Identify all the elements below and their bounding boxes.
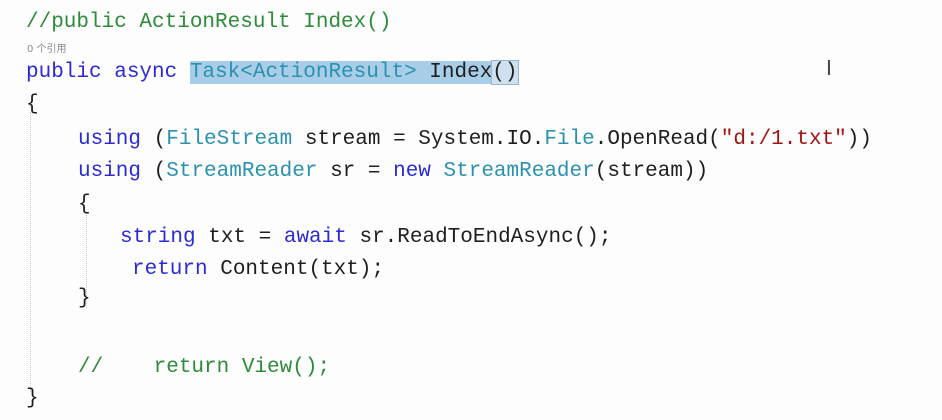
- using-filestream-line: using (FileStream stream = System.IO.Fil…: [78, 127, 872, 153]
- filestream-type: FileStream: [166, 128, 293, 151]
- code-text: )): [846, 128, 873, 151]
- new-keyword: new: [393, 160, 431, 183]
- code-text: txt =: [195, 226, 284, 249]
- code-text: [431, 160, 444, 183]
- code-text: .OpenRead(: [594, 128, 721, 151]
- indent-guide-inner: [86, 212, 87, 308]
- using-streamreader-line: using (StreamReader sr = new StreamReade…: [78, 159, 708, 185]
- return-keyword: return: [132, 258, 208, 281]
- code-text: (: [141, 128, 167, 151]
- using-keyword: using: [78, 160, 142, 183]
- code-text: Content(txt);: [207, 258, 385, 281]
- path-string-literal: "d:/1.txt": [720, 128, 847, 151]
- method-signature: public async Task<ActionResult> Index(): [26, 60, 519, 86]
- code-text: stream = System.IO.: [292, 128, 545, 151]
- codelens-references[interactable]: 0 个引用: [27, 44, 67, 55]
- code-text: sr.ReadToEndAsync();: [346, 226, 612, 249]
- streamreader-type: StreamReader: [443, 160, 595, 183]
- selected-text[interactable]: Task<ActionResult> Index(): [189, 60, 519, 85]
- file-type: File: [544, 128, 595, 151]
- read-to-end-line: string txt = await sr.ReadToEndAsync();: [120, 225, 612, 251]
- await-keyword: await: [283, 226, 347, 249]
- return-content-line: return Content(txt);: [132, 257, 384, 283]
- using-keyword: using: [78, 128, 142, 151]
- text-ibeam-icon: Ι: [826, 56, 832, 80]
- code-text: (stream)): [594, 160, 709, 183]
- using-brace-close: }: [78, 287, 91, 310]
- index-method-name: Index: [416, 61, 493, 84]
- indent-guide-outer: [30, 112, 31, 392]
- public-async-keywords: public async: [26, 61, 190, 84]
- code-text: sr =: [317, 160, 394, 183]
- method-brace-close: }: [26, 387, 39, 410]
- matched-parens: (): [491, 60, 519, 85]
- string-keyword: string: [120, 226, 196, 249]
- method-brace-open: {: [26, 93, 39, 116]
- task-type: Task<ActionResult>: [189, 61, 417, 84]
- commented-signature: //public ActionResult Index(): [26, 11, 392, 34]
- streamreader-type: StreamReader: [166, 160, 318, 183]
- code-text: (: [141, 160, 167, 183]
- using-brace-open: {: [78, 193, 91, 216]
- commented-return-view: // return View();: [78, 356, 331, 379]
